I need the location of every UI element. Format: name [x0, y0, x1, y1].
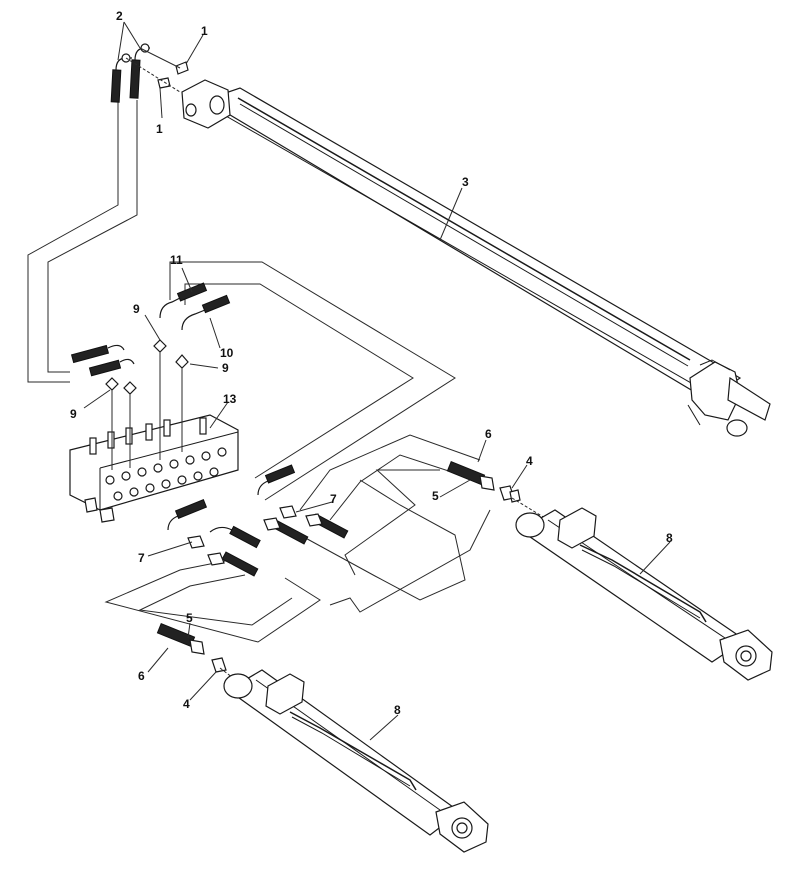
hoses-10-11 — [153, 282, 231, 369]
callout-2: 2 — [116, 9, 123, 23]
callout-9-left: 9 — [70, 407, 77, 421]
callout-10: 10 — [220, 346, 234, 360]
leader-lines — [83, 21, 671, 741]
valve-ports — [105, 447, 227, 501]
callout-9-upper: 9 — [133, 302, 140, 316]
top-fittings — [110, 43, 189, 103]
callout-9-right: 9 — [222, 361, 229, 375]
callout-4-lower: 4 — [183, 697, 190, 711]
callout-8-right: 8 — [666, 531, 673, 545]
long-hydraulic-cylinder — [181, 79, 771, 437]
callout-8-lower: 8 — [394, 703, 401, 717]
callout-6-lower: 6 — [138, 669, 145, 683]
lower-hose-fittings — [156, 622, 263, 701]
left-hoses — [70, 344, 137, 395]
callout-5-lower: 5 — [186, 611, 193, 625]
lower-hydraulic-cylinder — [223, 669, 489, 853]
middle-hoses — [167, 464, 349, 577]
right-hose-fittings — [446, 460, 546, 519]
callout-11: 11 — [170, 253, 183, 267]
control-valve-block — [69, 352, 239, 523]
callout-6-right: 6 — [485, 427, 492, 441]
right-hydraulic-cylinder — [515, 507, 773, 681]
callout-4-right: 4 — [526, 454, 533, 468]
callout-7-right: 7 — [330, 492, 337, 506]
callout-13: 13 — [223, 392, 237, 406]
callout-1-bottom: 1 — [156, 122, 163, 136]
valve-levers — [89, 417, 207, 455]
callout-5-right: 5 — [432, 489, 439, 503]
callout-1-top: 1 — [201, 24, 208, 38]
callout-3: 3 — [462, 175, 469, 189]
callout-labels: 2 1 1 3 11 9 10 9 9 13 6 4 5 7 7 8 5 6 4… — [70, 9, 673, 717]
callout-7-left: 7 — [138, 551, 145, 565]
